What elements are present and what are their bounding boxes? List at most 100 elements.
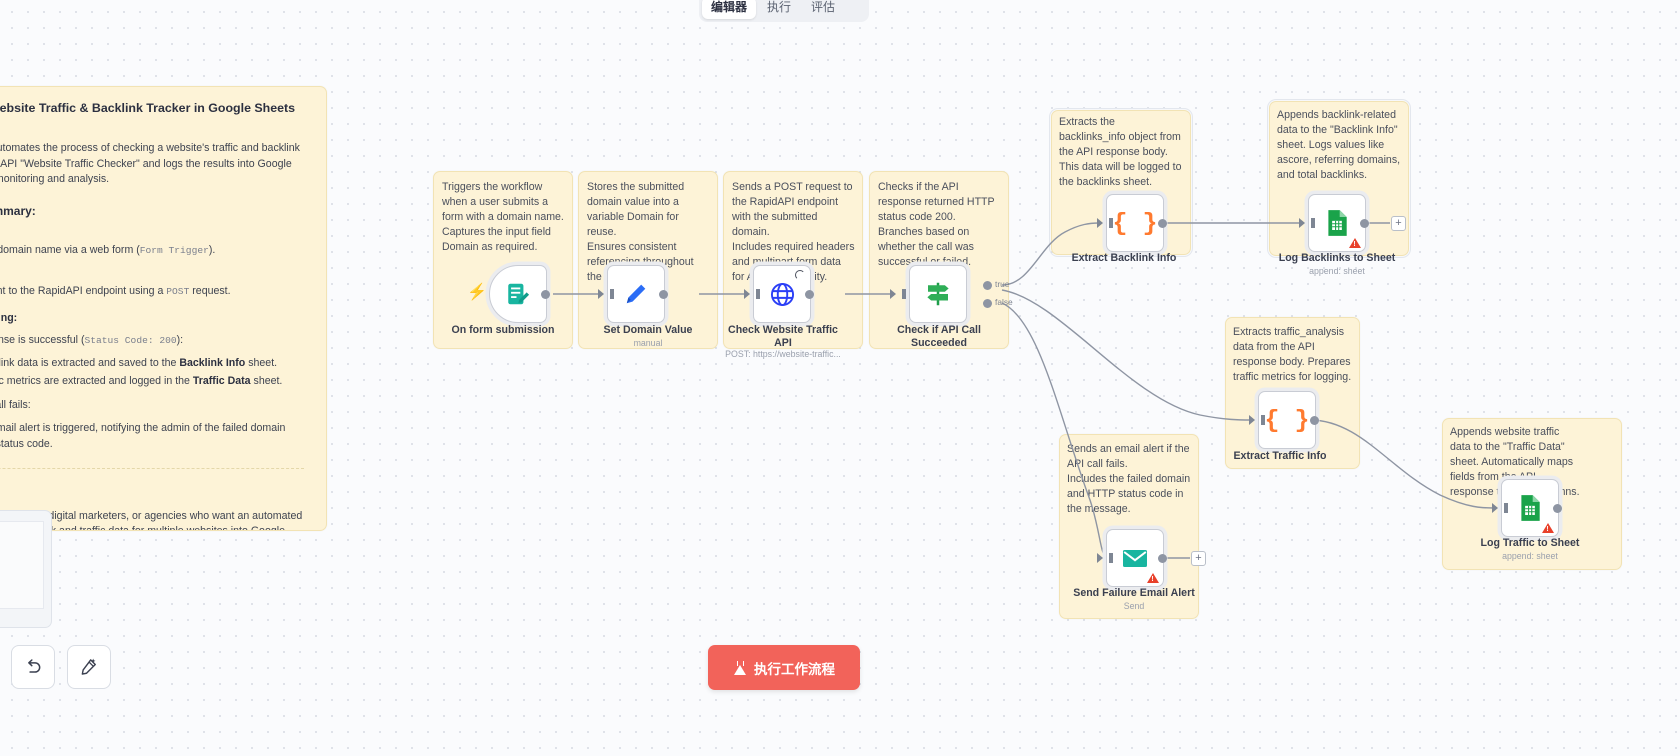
tab-executions[interactable]: 执行 — [767, 0, 792, 14]
node-label-log-traffic-to-sheet: Log Traffic to Sheet — [1480, 537, 1580, 549]
tidy-up-button[interactable] — [67, 645, 111, 689]
step-1-text-after: ). — [208, 243, 216, 256]
tab-editor[interactable]: 编辑器 — [702, 0, 757, 19]
port-in-if[interactable] — [890, 289, 906, 299]
port-out-form[interactable] — [541, 290, 550, 299]
port-in-http[interactable] — [744, 289, 760, 299]
node-log-backlinks-to-sheet[interactable] — [1308, 194, 1366, 252]
minimap-panel[interactable] — [0, 510, 52, 628]
code-braces-icon: { } — [1112, 208, 1158, 238]
google-sheets-icon — [1328, 210, 1347, 236]
sticky-note-log-backlinks-outline — [1267, 99, 1411, 258]
port-in-extract-backlink[interactable] — [1097, 218, 1113, 228]
node-check-if-api-call-succeeded[interactable] — [909, 265, 967, 323]
step-2-text: The domain is sent to the RapidAPI endpo… — [0, 284, 304, 300]
node-sub-send-failure-email-alert: Send — [1123, 601, 1145, 611]
undo-icon — [28, 659, 41, 673]
node-label-on-form-submission: On form submission — [451, 324, 555, 336]
divider — [0, 467, 304, 469]
success-sub-list: Backlink data is extracted and saved to … — [0, 356, 304, 390]
node-extract-traffic-info[interactable]: { } — [1258, 391, 1316, 449]
port-in-extract-traffic[interactable] — [1249, 415, 1265, 425]
sb2b: Traffic Data — [192, 375, 251, 388]
envelope-icon — [1123, 550, 1147, 567]
success-text-b: ): — [176, 334, 184, 347]
sticky-note-documentation[interactable]: Automated Website Traffic & Backlink Tra… — [0, 86, 327, 531]
note-text-extract-backlink: Extracts the backlinks_info object from … — [1059, 116, 1182, 189]
port-out-extract-traffic[interactable] — [1310, 416, 1319, 425]
tidy-up-icon — [81, 658, 96, 675]
branch-label-false: false — [995, 297, 1013, 307]
port-in-log-traffic[interactable] — [1492, 503, 1508, 513]
node-sub-set-domain-value: manual — [633, 338, 663, 348]
editor-tab-bar[interactable]: 编辑器 执行 评估 — [699, 0, 869, 22]
add-node-button-backlinks[interactable]: + — [1391, 216, 1406, 231]
note-text-http: Sends a POST request to the RapidAPI end… — [732, 181, 855, 284]
fail-text: If the API call fails: — [0, 399, 31, 412]
port-in-email[interactable] — [1097, 553, 1113, 563]
description-label: Description: — [0, 129, 304, 141]
fail-bullet-1: An email alert is triggered, notifying t… — [0, 421, 304, 453]
undo-button[interactable] — [11, 645, 55, 689]
node-label-extract-backlink-info: Extract Backlink Info — [1071, 252, 1177, 264]
port-out-if-true[interactable] — [983, 281, 992, 290]
sb2a: Traffic metrics are extracted and logged… — [0, 375, 190, 388]
sb1a: Backlink data is extracted and saved to … — [0, 357, 177, 370]
response-handling-list: If the response is successful (Status Co… — [0, 333, 304, 452]
node-check-website-traffic-api[interactable] — [753, 265, 811, 323]
node-sub-log-traffic-to-sheet: append: sheet — [1502, 551, 1558, 561]
node-label-extract-traffic-info: Extract Traffic Info — [1233, 450, 1327, 462]
step-2-text-after: request. — [189, 284, 231, 297]
port-out-extract-backlink[interactable] — [1158, 219, 1167, 228]
google-sheets-icon-traffic — [1521, 495, 1540, 521]
success-bullet-1: Backlink data is extracted and saved to … — [0, 356, 304, 372]
summary-heading-row: Workflow Summary: — [0, 204, 304, 218]
warning-icon — [1349, 238, 1361, 248]
pencil-icon — [626, 284, 646, 304]
port-out-log-backlinks[interactable] — [1360, 219, 1369, 228]
description-text: This n8n workflow automates the process … — [0, 142, 300, 186]
note-text-if: Checks if the API response returned HTTP… — [878, 181, 995, 269]
summary-heading: Workflow Summary: — [0, 203, 36, 218]
port-out-set[interactable] — [659, 290, 668, 299]
usecase-text: Perfect for SEO professionals, digital m… — [0, 509, 303, 530]
port-out-email[interactable] — [1158, 554, 1167, 563]
globe-icon — [770, 282, 794, 306]
node-sub-check-website-traffic-api: POST: https://website-traffic... — [725, 349, 841, 359]
node-label-check-if-api-call-succeeded: Check if API Call Succeeded — [897, 324, 981, 350]
flask-icon — [733, 660, 746, 675]
success-text-a: If the response is successful ( — [0, 334, 85, 347]
node-set-domain-value[interactable] — [607, 265, 665, 323]
doc-title: Automated Website Traffic & Backlink Tra… — [0, 101, 296, 115]
node-log-traffic-to-sheet[interactable] — [1501, 479, 1559, 537]
sb1c: sheet. — [245, 357, 278, 370]
port-out-http[interactable] — [805, 290, 814, 299]
port-in-log-backlinks[interactable] — [1299, 218, 1315, 228]
execute-workflow-button[interactable]: 执行工作流程 — [708, 645, 860, 690]
success-bullet-2: Traffic metrics are extracted and logged… — [0, 374, 304, 390]
code-braces-icon-traffic: { } — [1264, 405, 1310, 435]
sb2c: sheet. — [250, 375, 283, 388]
success-status-code: Status Code: 200 — [84, 335, 177, 347]
sticky-note-extract-backlink-outline — [1049, 108, 1193, 257]
node-extract-backlink-info[interactable]: { } — [1106, 194, 1164, 252]
step-1-label: 1. User Input: — [0, 231, 304, 243]
port-out-if-false[interactable] — [983, 299, 992, 308]
step-1-text: A user submits a domain name via a web f… — [0, 243, 304, 259]
usecase-heading-row: Use Case: — [0, 485, 304, 499]
warning-icon-email — [1147, 573, 1159, 583]
add-node-button-email[interactable]: + — [1191, 551, 1206, 566]
node-label-check-website-traffic-api: Check Website Traffic API — [728, 324, 838, 350]
note-text-email: Sends an email alert if the API call fai… — [1067, 443, 1191, 516]
branch-label-true: true — [995, 279, 1010, 289]
port-in-set[interactable] — [598, 289, 614, 299]
minimap-viewport[interactable] — [0, 521, 44, 609]
note-text-extract-traffic: Extracts traffic_analysis data from the … — [1233, 326, 1352, 384]
sb1b: Backlink Info — [179, 357, 246, 370]
tab-evaluations[interactable]: 评估 — [811, 0, 836, 14]
node-on-form-submission[interactable] — [489, 265, 547, 323]
warning-icon-traffic — [1542, 523, 1554, 533]
node-send-failure-email-alert[interactable] — [1106, 529, 1164, 587]
port-out-log-traffic[interactable] — [1553, 504, 1562, 513]
